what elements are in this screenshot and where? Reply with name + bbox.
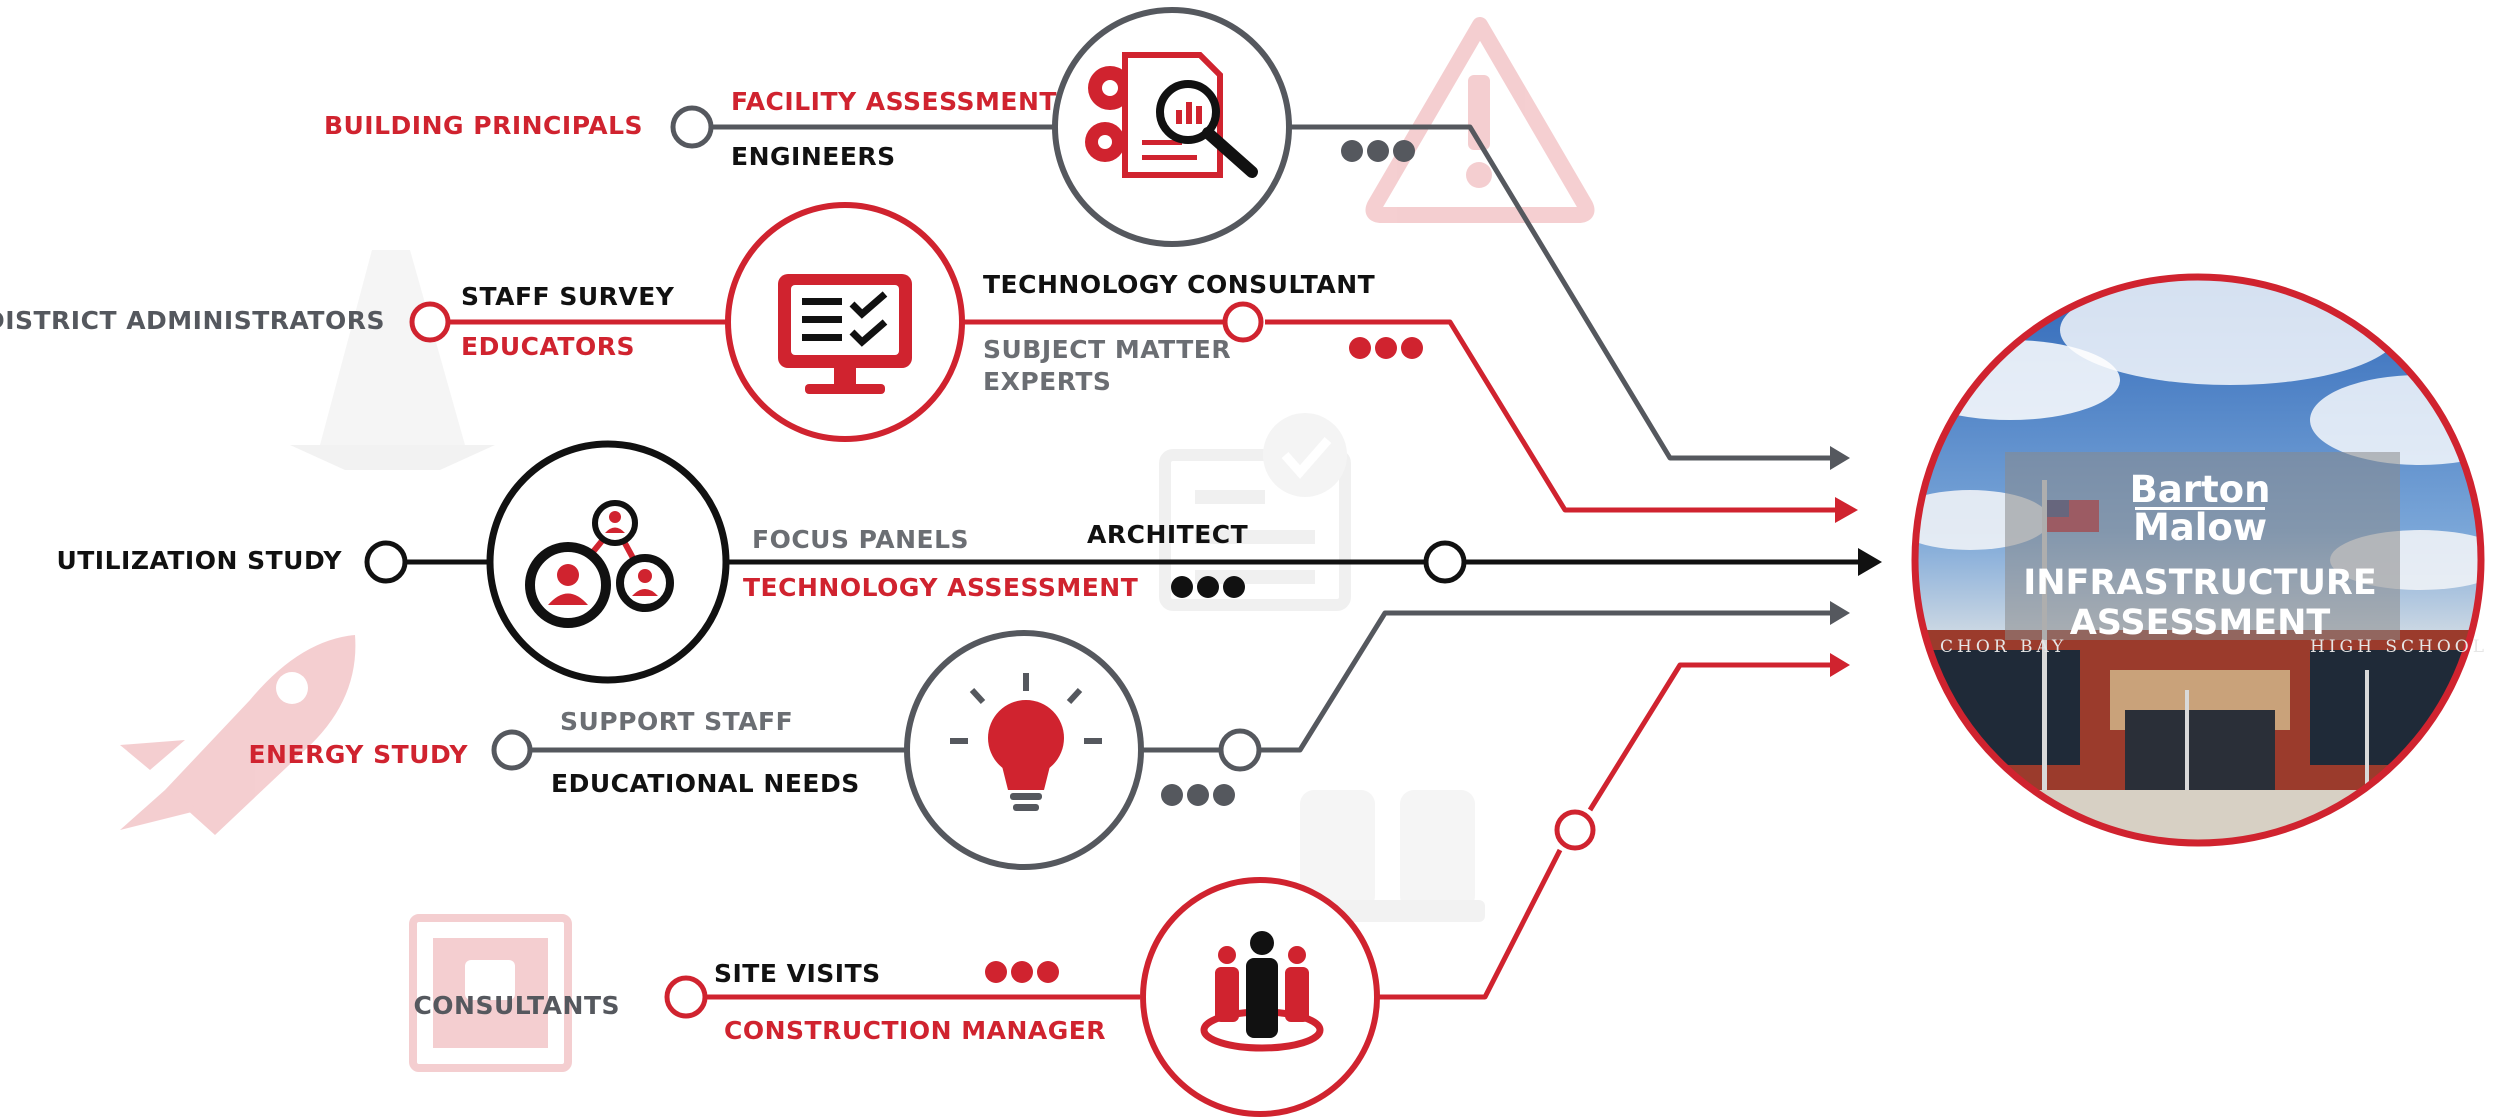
ellipsis-dots-survey (1349, 337, 1423, 359)
logo-line-2: Malow (2133, 506, 2267, 549)
logo-divider (2135, 507, 2265, 510)
node-marker-survey-right (1222, 301, 1264, 343)
node-marker-utilization (364, 540, 408, 584)
survey-left-label: DISTRICT ADMINISTRATORS (0, 306, 385, 335)
flow-line-facility (712, 124, 1850, 470)
destination-title-line-1: INFRASTRUCTURE (2023, 563, 2377, 603)
site-bottom-label: CONSTRUCTION MANAGER (724, 1016, 1106, 1045)
node-marker-energy (491, 729, 533, 771)
warning-sign-icon (1365, 17, 1595, 223)
facility-top-label: FACILITY ASSESSMENT (731, 87, 1057, 116)
title-overlay (2005, 452, 2400, 640)
utilization-study-node (486, 440, 730, 684)
utilization-left-label: UTILIZATION STUDY (56, 546, 342, 575)
survey-right-bottom-label-2: EXPERTS (983, 367, 1111, 396)
team-group-icon (1200, 931, 1324, 1052)
energy-bottom-label: EDUCATIONAL NEEDS (551, 769, 860, 798)
survey-right-top-label: TECHNOLOGY CONSULTANT (983, 270, 1375, 299)
locker-icon (409, 914, 572, 1072)
destination-title-line-2: ASSESSMENT (2070, 603, 2331, 643)
ellipsis-dots-energy (1161, 784, 1235, 806)
site-left-label: CONSULTANTS (413, 991, 620, 1020)
energy-study-node (904, 630, 1144, 870)
utilization-bottom-label: TECHNOLOGY ASSESSMENT (743, 573, 1138, 602)
site-visits-node (1140, 877, 1380, 1117)
destination-ring (1911, 273, 2485, 847)
flow-line-survey (447, 319, 1858, 523)
facility-left-label: BUILDING PRINCIPALS (324, 111, 643, 140)
ellipsis-dots-utilization (1171, 576, 1245, 598)
survey-top-label: STAFF SURVEY (461, 282, 675, 311)
node-marker-survey (409, 301, 451, 343)
ellipsis-dots-facility (1341, 140, 1415, 162)
energy-left-label: ENERGY STUDY (248, 740, 468, 769)
facility-assessment-node (1052, 7, 1292, 247)
checklist-board-icon (1159, 413, 1351, 611)
site-top-label: SITE VISITS (714, 959, 881, 988)
people-network-icon (525, 500, 674, 628)
traffic-cone-icon (290, 250, 495, 470)
school-sign-right: HIGH SCHOOL (2310, 637, 2488, 657)
monitor-checklist-icon (778, 274, 912, 394)
node-marker-site (664, 975, 708, 1019)
node-marker-facility (670, 105, 714, 149)
utilization-right-label: ARCHITECT (1087, 520, 1248, 549)
energy-top-label: SUPPORT STAFF (560, 707, 793, 736)
survey-bottom-label: EDUCATORS (461, 332, 635, 361)
node-marker-utilization-right (1423, 540, 1467, 584)
flow-line-site (705, 653, 1850, 1000)
flow-line-utilization (406, 548, 1882, 576)
ellipsis-dots-site (985, 961, 1059, 983)
node-marker-site-right (1554, 809, 1596, 851)
logo-line-1: Barton (2130, 468, 2271, 511)
flow-line-energy (530, 601, 1850, 753)
utilization-top-label: FOCUS PANELS (752, 525, 969, 554)
node-marker-energy-right (1218, 728, 1262, 772)
school-sign-left: CHOR BAY (1940, 637, 2067, 657)
rocket-icon (120, 635, 356, 835)
lightbulb-icon (950, 673, 1102, 811)
survey-right-bottom-label-1: SUBJECT MATTER (983, 335, 1231, 364)
document-magnifier-gears-icon (1085, 52, 1258, 178)
facility-bottom-label: ENGINEERS (731, 142, 896, 171)
staff-survey-node (725, 202, 965, 442)
